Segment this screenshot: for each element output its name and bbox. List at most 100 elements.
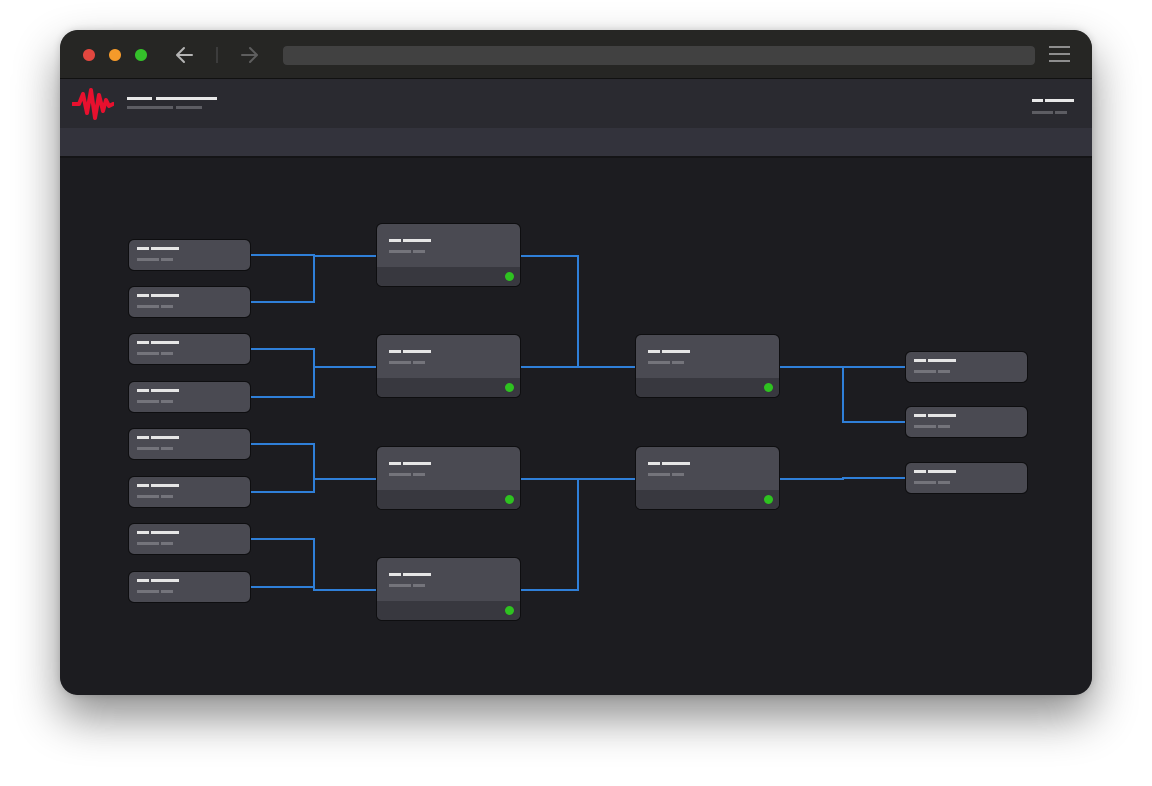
arrow-right-icon [241, 47, 258, 63]
user-name-placeholder[interactable] [1045, 99, 1074, 102]
app-subtitle-placeholder [176, 106, 202, 109]
diagram-link [251, 586, 376, 591]
node-sublabel-placeholder [413, 250, 425, 253]
diagram-node-processor[interactable] [376, 446, 521, 510]
url-bar[interactable] [283, 46, 1035, 65]
node-label-placeholder [914, 359, 926, 362]
node-sublabel-placeholder [938, 481, 950, 484]
node-label-placeholder [137, 579, 149, 582]
diagram-node-aggregator[interactable] [635, 334, 780, 398]
node-label-placeholder [662, 462, 690, 465]
node-sublabel-placeholder [413, 361, 425, 364]
maximize-window-button[interactable] [135, 49, 147, 61]
node-label-placeholder [389, 462, 401, 465]
hamburger-menu-icon[interactable] [1049, 46, 1071, 64]
node-label-placeholder [151, 294, 179, 297]
diagram-node-aggregator[interactable] [635, 446, 780, 510]
node-label-placeholder [137, 389, 149, 392]
node-sublabel-placeholder [161, 447, 173, 450]
node-label-placeholder [151, 436, 179, 439]
diagram-node-processor[interactable] [376, 334, 521, 398]
diagram-link [780, 477, 905, 480]
diagram-node-source[interactable] [128, 381, 251, 413]
diagram-link [251, 478, 376, 493]
diagram-link [521, 255, 635, 368]
diagram-node-source[interactable] [128, 428, 251, 460]
node-sublabel-placeholder [137, 352, 159, 355]
app-title-placeholder [156, 97, 217, 100]
status-ok-icon [505, 272, 514, 281]
node-sublabel-placeholder [672, 361, 684, 364]
node-sublabel-placeholder [161, 258, 173, 261]
node-label-placeholder [137, 294, 149, 297]
node-sublabel-placeholder [161, 400, 173, 403]
status-ok-icon [505, 383, 514, 392]
diagram-node-processor[interactable] [376, 223, 521, 287]
node-label-placeholder [389, 350, 401, 353]
node-label-placeholder [914, 414, 926, 417]
node-sublabel-placeholder [648, 361, 670, 364]
node-label-placeholder [151, 531, 179, 534]
node-footer [377, 601, 520, 620]
back-button[interactable] [173, 43, 197, 67]
diagram-links [251, 254, 905, 591]
node-label-placeholder [914, 470, 926, 473]
node-label-placeholder [137, 436, 149, 439]
diagram-node-source[interactable] [128, 333, 251, 365]
node-label-placeholder [137, 247, 149, 250]
node-footer [636, 490, 779, 509]
user-name-placeholder[interactable] [1032, 99, 1043, 102]
node-label-placeholder [389, 573, 401, 576]
node-sublabel-placeholder [161, 542, 173, 545]
node-sublabel-placeholder [938, 370, 950, 373]
node-sublabel-placeholder [137, 258, 159, 261]
browser-window [60, 30, 1092, 695]
node-footer [636, 378, 779, 397]
node-label-placeholder [137, 484, 149, 487]
node-sublabel-placeholder [672, 473, 684, 476]
status-ok-icon [764, 495, 773, 504]
node-label-placeholder [403, 239, 431, 242]
diagram-link [251, 366, 376, 398]
node-label-placeholder [928, 470, 956, 473]
nav-separator [216, 47, 218, 63]
diagram-link [780, 366, 905, 423]
diagram-link [521, 478, 635, 591]
waveform-logo-icon [72, 88, 114, 120]
node-label-placeholder [928, 414, 956, 417]
user-sub-placeholder [1032, 111, 1053, 114]
diagram-link [251, 255, 376, 303]
node-sublabel-placeholder [161, 305, 173, 308]
status-ok-icon [505, 495, 514, 504]
diagram-node-source[interactable] [128, 286, 251, 318]
diagram-node-processor[interactable] [376, 557, 521, 621]
diagram-node-source[interactable] [128, 571, 251, 603]
diagram-link [251, 538, 376, 591]
diagram-node-output[interactable] [905, 462, 1028, 494]
diagram-node-output[interactable] [905, 351, 1028, 383]
minimize-window-button[interactable] [109, 49, 121, 61]
diagram-node-output[interactable] [905, 406, 1028, 438]
node-sublabel-placeholder [137, 305, 159, 308]
node-sublabel-placeholder [938, 425, 950, 428]
diagram-node-source[interactable] [128, 239, 251, 271]
node-label-placeholder [137, 341, 149, 344]
node-sublabel-placeholder [413, 584, 425, 587]
node-sublabel-placeholder [648, 473, 670, 476]
node-sublabel-placeholder [137, 495, 159, 498]
node-sublabel-placeholder [389, 473, 411, 476]
app-subtitle-placeholder [127, 106, 173, 109]
close-window-button[interactable] [83, 49, 95, 61]
forward-button[interactable] [237, 43, 261, 67]
app-header [60, 79, 1092, 128]
node-sublabel-placeholder [137, 400, 159, 403]
user-sub-placeholder [1055, 111, 1067, 114]
node-sublabel-placeholder [161, 352, 173, 355]
node-sublabel-placeholder [914, 425, 936, 428]
node-sublabel-placeholder [413, 473, 425, 476]
node-label-placeholder [137, 531, 149, 534]
diagram-node-source[interactable] [128, 523, 251, 555]
diagram-node-source[interactable] [128, 476, 251, 508]
node-label-placeholder [151, 484, 179, 487]
node-footer [377, 267, 520, 286]
